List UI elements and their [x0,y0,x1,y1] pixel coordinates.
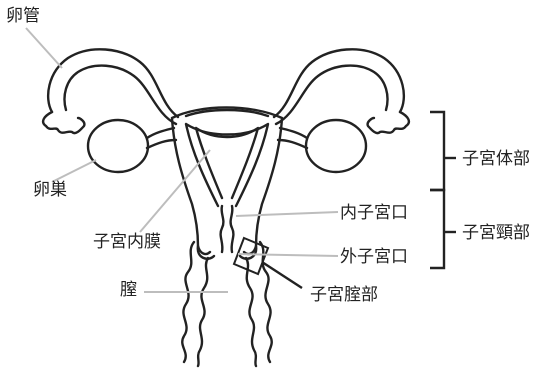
internal-os-leader [236,212,338,216]
endometrium-label: 子宮内膜 [93,232,161,252]
left-ovarian-ligament [147,128,174,138]
uterine-cavity [196,128,258,198]
cervix-label: 子宮頸部 [462,223,530,243]
right-ovary [306,120,366,172]
uterus-outer-wall [172,108,282,255]
right-ovarian-ligament [280,128,307,138]
vaginal-portion-outline [198,246,256,259]
cervical-canal [221,206,234,252]
right-fallopian-tube-inner [276,66,388,124]
ovary-leader [52,160,96,182]
fallopian-tube-label: 卵管 [6,6,40,26]
fallopian-tube-leader [26,28,62,68]
endometrium-leader [140,150,210,232]
vagina-left-wall [182,242,194,362]
left-fallopian-tube-inner [65,66,177,124]
vagina-right-wall [260,242,272,362]
left-ovary [88,120,148,172]
cervix-bracket [430,190,444,268]
vagina-label: 膣 [120,280,137,300]
vaginal-portion-label: 子宮腟部 [310,285,378,305]
ovary-label: 卵巣 [33,180,67,200]
external-os-label: 外子宮口 [340,247,408,267]
internal-os-label: 内子宮口 [340,203,408,223]
uterine-body-bracket [430,112,444,190]
left-fimbriae [43,112,84,133]
right-fimbriae [368,112,409,133]
uterine-body-label: 子宮体部 [462,149,530,169]
